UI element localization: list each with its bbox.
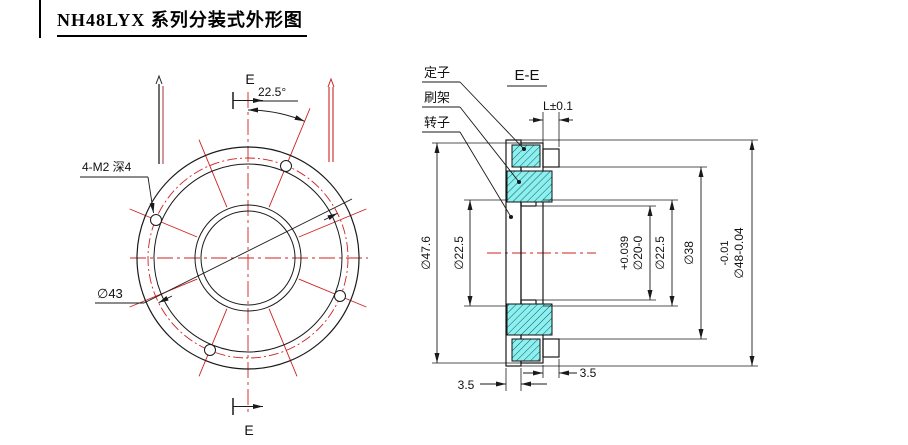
extension-lines	[432, 112, 758, 391]
outer-circle	[136, 146, 360, 370]
dim-dia-20: ∅20-0	[631, 235, 645, 270]
section-view: E-E	[419, 65, 758, 392]
section-label-bottom: E	[244, 422, 253, 438]
rotor-label: 转子	[424, 115, 450, 130]
dim-dia-22-5-right: ∅22.5	[653, 236, 667, 270]
brush-block-bottom	[506, 303, 553, 336]
dim-dia-22-5-left: ∅22.5	[452, 236, 466, 270]
hole	[150, 214, 162, 226]
page-title: NH48LYX 系列分装式外形图	[57, 6, 307, 37]
section-mark-bottom	[232, 398, 263, 415]
dim-wall-left: 3.5	[458, 378, 475, 392]
stator-lip-top	[542, 148, 560, 168]
angle-dimension	[247, 100, 305, 122]
lead-wires	[155, 74, 335, 164]
second-circle	[153, 163, 343, 353]
hole	[334, 290, 346, 302]
stator-ring-bottom	[511, 338, 541, 362]
dim-axial-length: L±0.1	[543, 99, 573, 113]
stator-lip-bottom	[542, 338, 560, 358]
thread-note-label: 4-M2 深4	[82, 160, 132, 174]
thread-note-leader	[80, 176, 155, 214]
dim-dia-47-6: ∅47.6	[419, 236, 433, 270]
section-label-top: E	[245, 71, 254, 87]
mounting-holes	[150, 160, 346, 356]
hole	[204, 344, 216, 356]
dimension-lines	[434, 117, 755, 387]
dim-dia-20-tol: +0.039	[619, 236, 631, 270]
section-mark-top	[232, 92, 263, 109]
bolt-circle-label: ∅43	[97, 286, 123, 301]
bolt-circle	[147, 157, 349, 359]
front-circles	[136, 146, 360, 370]
bore-circle	[200, 210, 296, 306]
front-view: ∅43 4-M2 深4 22.5° E E	[80, 71, 368, 438]
dim-dia-48: ∅48-0.04	[732, 227, 746, 278]
stator-label: 定子	[424, 65, 450, 80]
section-part-outline	[505, 139, 560, 367]
dim-dia-48-tol: -0.01	[719, 240, 731, 265]
brush-holder-label: 刷架	[424, 90, 450, 105]
stator-ring-top	[511, 144, 541, 168]
dim-wall-right: 3.5	[580, 366, 597, 380]
hole	[280, 160, 292, 172]
bolt-circle-dimension	[95, 198, 353, 304]
part-leaders	[422, 81, 527, 220]
page-frame-line	[39, 0, 41, 38]
angle-label: 22.5°	[258, 85, 286, 99]
bore-step-circle	[194, 204, 302, 312]
section-view-title: E-E	[514, 67, 539, 84]
dim-dia-38: ∅38	[682, 241, 696, 265]
front-centerlines	[129, 92, 368, 414]
stator-body	[520, 142, 544, 364]
